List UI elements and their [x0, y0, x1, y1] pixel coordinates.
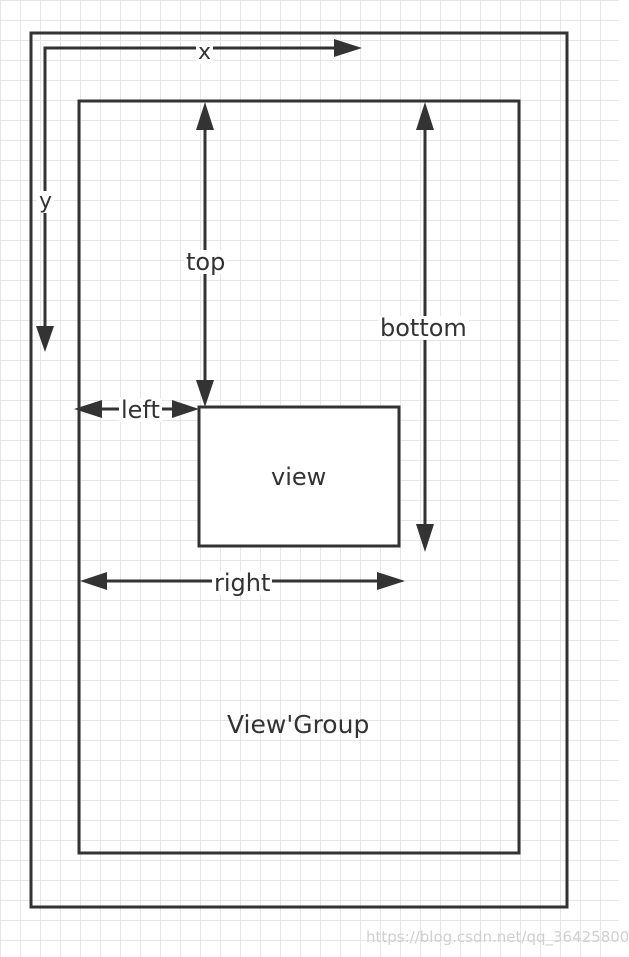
screen-box [29, 31, 569, 909]
bottom-arrowhead-up [416, 102, 434, 130]
x-arrowhead [334, 39, 362, 57]
top-arrowhead-up [196, 102, 214, 130]
x-axis-label: x [196, 40, 214, 65]
y-axis-label: y [37, 189, 55, 214]
view-label: view [271, 463, 327, 491]
left-arrowhead-left [74, 400, 102, 418]
bottom-label: bottom [378, 314, 469, 342]
x-axis-arrow [43, 46, 336, 330]
view-box [197, 405, 401, 548]
top-label: top [184, 248, 228, 276]
left-label: left [119, 396, 162, 424]
viewgroup-box [77, 99, 521, 855]
y-arrowhead [36, 326, 54, 352]
bottom-arrowhead-down [416, 524, 434, 552]
top-arrowhead-down [196, 380, 214, 407]
right-label: right [212, 569, 273, 597]
right-arrowhead-left [80, 572, 107, 590]
viewgroup-label: View'Group [227, 710, 370, 739]
watermark-text: https://blog.csdn.net/qq_36425800 [366, 928, 629, 946]
left-arrowhead-right [172, 400, 199, 418]
right-arrowhead-right [377, 572, 405, 590]
